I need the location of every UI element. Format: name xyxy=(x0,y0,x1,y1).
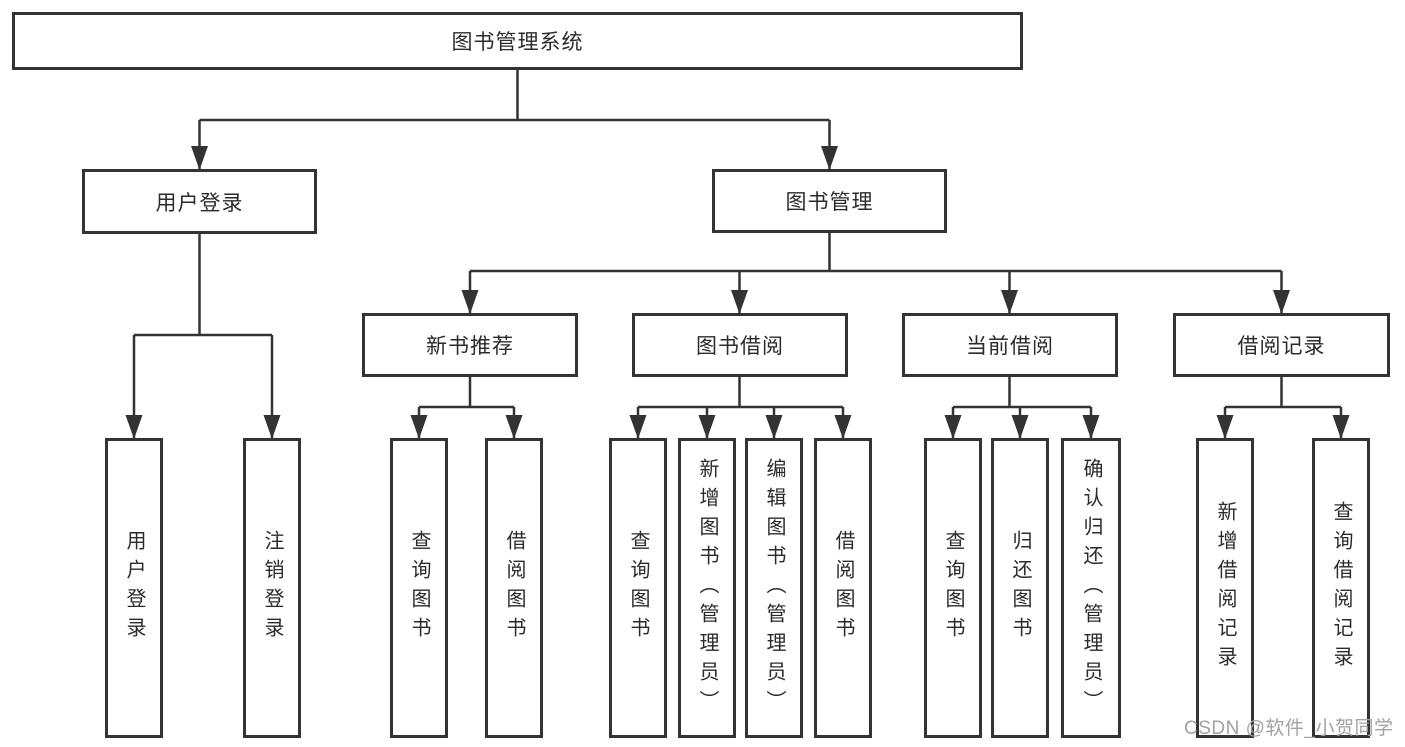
leaf-label: 归还图书 xyxy=(1009,530,1031,646)
node-user-login: 用户登录 xyxy=(82,169,317,234)
leaf-label: 注销登录 xyxy=(261,530,283,646)
leaf-logout: 注销登录 xyxy=(243,438,301,738)
leaf-label: 借阅图书 xyxy=(503,530,525,646)
leaf-user-login: 用户登录 xyxy=(105,438,163,738)
csdn-watermark: CSDN @软件_小贺同学 xyxy=(1184,718,1394,739)
node-root-system: 图书管理系统 xyxy=(12,12,1023,70)
leaf-records-query: 查询借阅记录 xyxy=(1312,438,1370,738)
leaf-new-books-query: 查询图书 xyxy=(390,438,448,738)
leaf-label: 查询借阅记录 xyxy=(1330,501,1352,675)
leaf-label: 新增借阅记录 xyxy=(1214,501,1236,675)
leaf-current-return: 归还图书 xyxy=(991,438,1049,738)
node-new-books: 新书推荐 xyxy=(362,313,578,377)
leaf-borrowing-borrow: 借阅图书 xyxy=(814,438,872,738)
leaf-borrowing-edit: 编辑图书（管理员） xyxy=(745,438,803,738)
leaf-new-books-borrow: 借阅图书 xyxy=(485,438,543,738)
leaf-label: 查询图书 xyxy=(627,530,649,646)
leaf-label: 借阅图书 xyxy=(832,530,854,646)
leaf-current-confirm-return: 确认归还（管理员） xyxy=(1061,438,1121,738)
leaf-label: 查询图书 xyxy=(408,530,430,646)
leaf-borrowing-query: 查询图书 xyxy=(609,438,667,738)
node-book-mgmt: 图书管理 xyxy=(712,169,947,233)
leaf-records-add: 新增借阅记录 xyxy=(1196,438,1254,738)
leaf-label: 用户登录 xyxy=(123,530,145,646)
leaf-current-query: 查询图书 xyxy=(924,438,982,738)
leaf-label: 新增图书（管理员） xyxy=(696,457,718,719)
node-borrowing: 图书借阅 xyxy=(632,313,848,377)
leaf-label: 编辑图书（管理员） xyxy=(763,457,785,719)
leaf-label: 查询图书 xyxy=(942,530,964,646)
leaf-borrowing-add: 新增图书（管理员） xyxy=(678,438,736,738)
leaf-label: 确认归还（管理员） xyxy=(1080,457,1102,719)
node-current: 当前借阅 xyxy=(902,313,1118,377)
node-records: 借阅记录 xyxy=(1173,313,1390,377)
